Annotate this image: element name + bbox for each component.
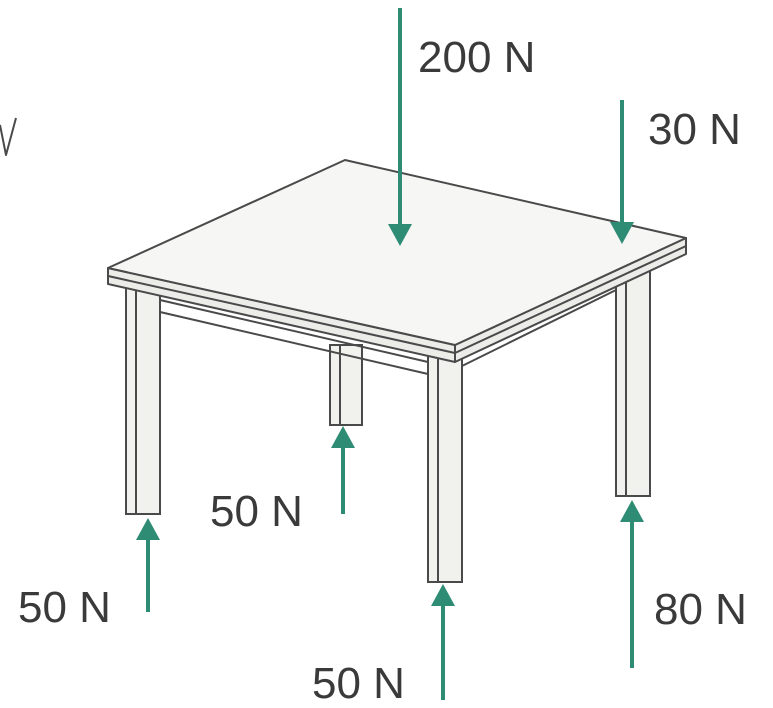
table-leg-front: [427, 351, 463, 583]
force-arrow-200n: [388, 8, 412, 246]
table-apron: [159, 289, 617, 375]
table-top-edge: [107, 237, 687, 363]
force-arrow-30n: [610, 100, 634, 244]
force-arrow-right-leg: [620, 500, 644, 668]
force-arrow-left-leg: [136, 518, 160, 612]
force-label-200n: 200 N: [418, 33, 535, 82]
force-label-left-leg: 50 N: [18, 583, 111, 632]
table-leg-right: [615, 267, 651, 497]
force-label-front-leg: 50 N: [312, 659, 405, 708]
force-label-back-leg: 50 N: [210, 487, 303, 536]
table-leg-left: [125, 281, 161, 515]
force-label-30n: 30 N: [648, 105, 741, 154]
cropped-glyph: [0, 117, 17, 156]
force-label-right-leg: 80 N: [654, 585, 747, 634]
table-top: [107, 159, 687, 346]
force-arrow-back-leg: [331, 426, 355, 514]
force-arrow-front-leg: [431, 584, 455, 700]
